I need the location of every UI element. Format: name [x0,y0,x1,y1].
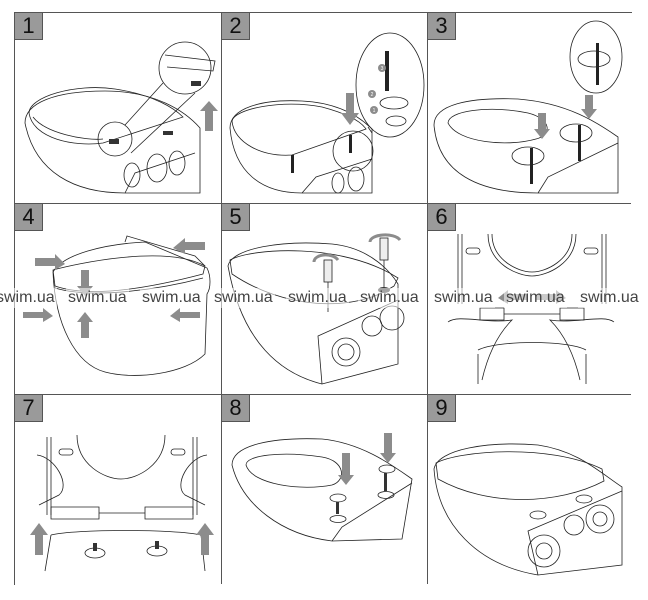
row-divider [15,203,631,204]
bolt-assembly-illustration [433,20,623,194]
cover-caps-illustration [231,433,413,542]
step-panel-9: 9 [428,395,632,586]
callout-number-1: 1 [373,108,376,114]
step-number-badge: 5 [222,204,250,231]
row-divider [15,394,631,395]
down-arrow-icon [341,93,359,125]
column-divider [221,13,222,584]
callout-number-2: 2 [371,92,374,98]
step-panel-6: 6 [428,204,632,395]
step-panel-2: 3 2 1 2 [222,13,428,204]
step-number-badge: 4 [15,204,43,231]
hinge-adjust-illustration [447,233,615,384]
step-number-badge: 9 [428,395,456,422]
step-panel-3: 3 [428,13,632,204]
seat-lift-off-illustration [30,434,214,572]
direction-arrows [23,238,205,338]
fixing-bolt-insert-illustration: 3 2 1 [229,32,425,194]
step-panel-1: 1 [15,13,222,204]
seat-alignment-illustration [23,235,211,376]
step-panel-5: 5 [222,204,428,395]
column-divider [427,13,428,584]
step-number-badge: 8 [222,395,250,422]
up-arrow-icon [200,101,218,131]
up-arrow-icon [30,523,214,555]
step-panel-8: 8 [222,395,428,586]
screwdriver-tighten-illustration [227,233,405,385]
horizontal-arrows [498,290,566,304]
instruction-grid: 1 3 2 1 2 [14,12,632,586]
finished-assembly-illustration [433,443,623,576]
callout-number-3: 3 [381,66,384,72]
callout-numbers [368,64,386,114]
step-number-badge: 2 [222,13,250,40]
step-number-badge: 6 [428,204,456,231]
toilet-seat-lift-illustration [24,41,218,194]
step-number-badge: 1 [15,13,43,40]
down-arrow-icon [534,95,597,139]
down-arrow-icon [338,433,396,485]
step-panel-7: 7 [15,395,222,586]
step-number-badge: 7 [15,395,43,422]
step-number-badge: 3 [428,13,456,40]
step-panel-4: 4 [15,204,222,395]
